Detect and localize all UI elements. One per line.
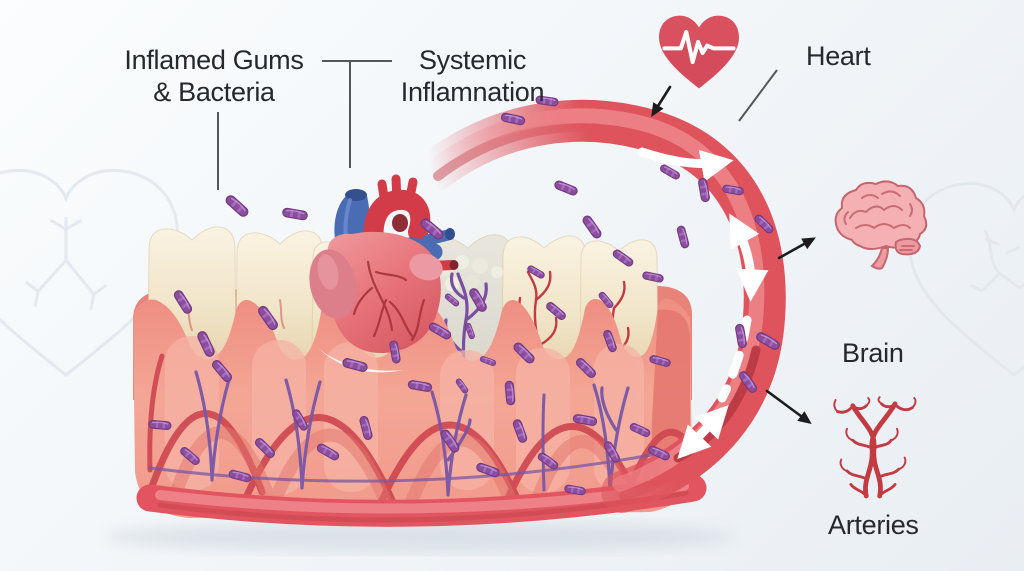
bacteria-layer <box>148 95 780 496</box>
flow-arrow <box>637 147 734 182</box>
bacterium <box>228 469 252 483</box>
bacterium <box>389 340 401 364</box>
ground-shadow <box>105 521 735 553</box>
anatomical-heart <box>309 174 459 373</box>
bacterium <box>444 293 460 307</box>
bacterium <box>535 95 559 107</box>
bacterium <box>173 290 193 314</box>
black-arrows <box>651 85 816 425</box>
brain-label: Brain <box>842 338 904 368</box>
flow-arrows <box>637 147 769 460</box>
bacterium <box>604 441 620 463</box>
bacterium <box>440 429 460 453</box>
bacterium <box>612 249 634 267</box>
bacterium <box>564 484 586 496</box>
bacterium <box>420 218 444 240</box>
bacterium <box>554 180 578 196</box>
arrow-to-arteries <box>765 389 812 425</box>
arteries-label: Arteries <box>828 510 919 540</box>
bacterium <box>698 177 710 203</box>
inflamed-gums-line1: Inflamed Gums <box>124 45 304 75</box>
flow-arrow-double <box>729 213 769 302</box>
bacterium <box>754 214 774 234</box>
bacterium <box>735 323 747 349</box>
bacterium <box>648 445 670 461</box>
bacterium <box>642 271 664 283</box>
bacterium <box>255 438 275 458</box>
bacterium <box>148 420 172 430</box>
bacterium <box>572 414 598 426</box>
atrial-appendage <box>409 253 443 281</box>
bacterium <box>428 322 452 340</box>
bacterium <box>603 329 617 353</box>
arrow-to-vessel <box>651 85 672 117</box>
bacterium <box>197 331 215 357</box>
bacterium <box>676 225 690 249</box>
bacterium <box>649 355 671 367</box>
bacterium <box>513 342 535 364</box>
bacterium <box>211 359 233 383</box>
coronary-vessels <box>352 260 426 342</box>
bacterium <box>359 416 373 440</box>
bacterium <box>316 443 340 461</box>
arteries-icon <box>824 396 920 500</box>
heart-label: Heart <box>806 41 871 71</box>
bacterium <box>512 419 528 443</box>
brain-icon <box>822 176 934 274</box>
bacterium <box>465 322 475 340</box>
bacterium <box>598 291 614 309</box>
bacterium <box>407 380 433 392</box>
bacterium <box>500 112 526 126</box>
bacterium <box>576 358 596 378</box>
bacterium <box>469 288 487 312</box>
bacterium <box>582 215 602 239</box>
bacterium <box>739 371 757 393</box>
connector-inflamed-systemic <box>322 60 392 168</box>
bacterium <box>546 302 566 320</box>
ecg-heart-icon <box>652 12 746 92</box>
bacterium <box>258 305 278 331</box>
flow-arrow-double <box>677 404 729 460</box>
bacterium <box>479 356 497 366</box>
arrow-to-brain <box>777 237 816 260</box>
bacterium <box>537 452 559 470</box>
bacterium <box>527 265 545 279</box>
systemic-line1: Systemic <box>418 45 527 75</box>
bacterium <box>292 409 308 431</box>
bacterium <box>629 423 651 437</box>
connector-heart-label <box>738 69 778 122</box>
bacterium <box>455 378 469 394</box>
bacterium <box>225 195 249 217</box>
flow-dashes <box>717 315 752 403</box>
bacterium <box>180 447 200 465</box>
watermark-heart-right <box>908 182 1024 377</box>
bacterium <box>282 207 308 221</box>
bacterium <box>722 184 744 196</box>
systemic-line2: Inflamnation <box>400 77 545 108</box>
inflamed-gums-line2: & Bacteria <box>153 77 275 108</box>
inflamed-gums-label: Inflamed Gums & Bacteria <box>108 44 320 109</box>
connector-lines <box>217 60 778 190</box>
bacterium <box>660 164 680 180</box>
bacterium <box>756 332 780 350</box>
bacterium <box>504 380 516 406</box>
systemic-inflammation-label: Systemic Inflamnation <box>380 44 565 109</box>
bacterium <box>342 358 368 372</box>
bacterium <box>476 462 500 478</box>
